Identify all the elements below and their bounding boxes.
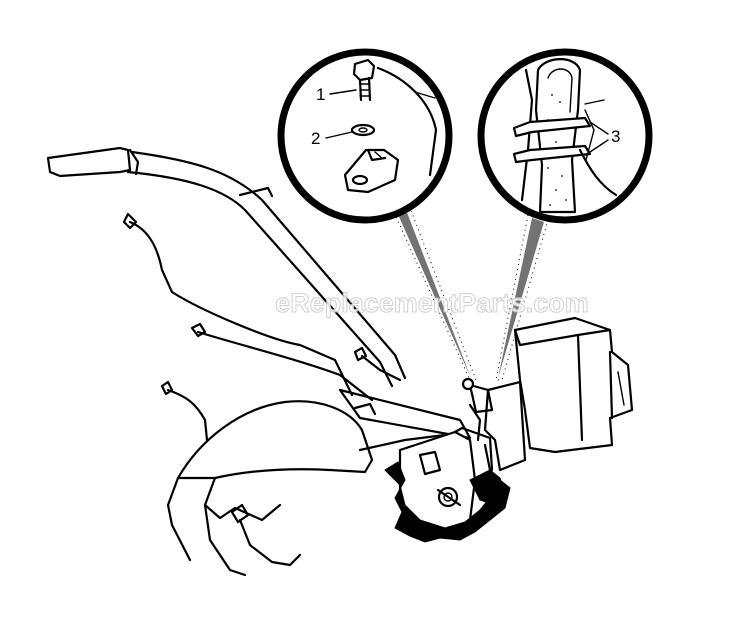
callout-3-label: 3 xyxy=(611,127,620,146)
callout-1-label: 1 xyxy=(316,85,325,104)
tines xyxy=(384,461,511,543)
cable-tie-lower xyxy=(512,144,592,164)
tiller-illustration xyxy=(46,146,634,577)
cable-tie-upper xyxy=(512,116,592,138)
detail-circle-right: 3 xyxy=(477,48,653,224)
callout-2-label: 2 xyxy=(311,129,320,148)
tine-shield xyxy=(176,400,374,480)
bolt-part xyxy=(352,58,376,82)
watermark-text: eReplacementParts.com xyxy=(275,288,589,318)
engine xyxy=(513,316,634,454)
handle-tube xyxy=(534,58,582,214)
control-cable xyxy=(128,220,354,397)
callout-pointers xyxy=(391,207,549,381)
handlebar-upper xyxy=(130,150,407,380)
handle-grip xyxy=(46,146,132,178)
detail-circle-left: 1 2 xyxy=(277,48,453,224)
washer-part xyxy=(350,123,376,137)
